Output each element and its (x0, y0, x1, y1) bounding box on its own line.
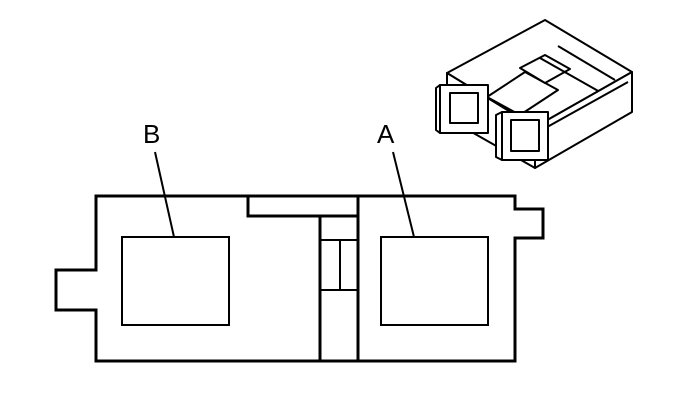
connector-edge-line (539, 57, 601, 93)
terminal-cavity-b (510, 119, 540, 152)
leader-line-b (154, 151, 175, 238)
connector-left-tab (435, 84, 441, 134)
leader-line-a (392, 151, 415, 238)
connector-ridge-line (539, 81, 629, 132)
cavity-a (380, 236, 489, 326)
connector-latch-slot (519, 54, 571, 84)
connector-key-bar (246, 194, 360, 218)
connector-isometric-view (435, 19, 633, 169)
label-a: A (377, 119, 395, 149)
terminal-cavity-a (449, 92, 479, 124)
connector-face-view (54, 194, 545, 363)
connector-edge-line (557, 45, 616, 81)
connector-right-tab (495, 111, 503, 161)
connector-latch (486, 71, 559, 116)
label-b: B (143, 119, 160, 149)
cavity-b (121, 236, 230, 326)
